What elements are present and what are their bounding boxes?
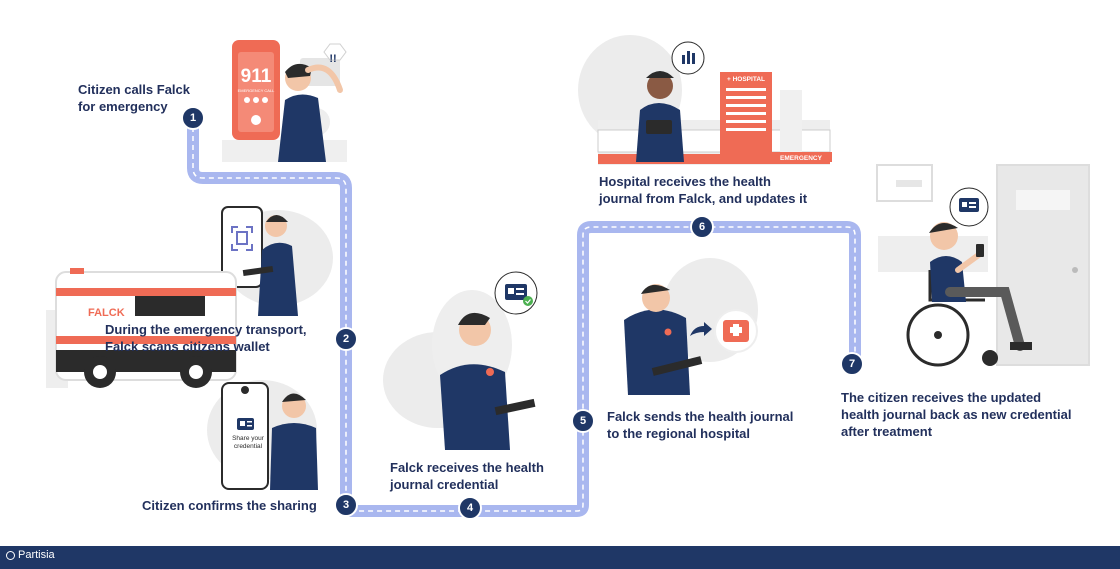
scene-scan-wallet — [221, 206, 333, 316]
footer-brand-label: Partisia — [18, 549, 55, 561]
step-4-caption: Falck receives the health journal creden… — [390, 460, 544, 492]
hospital-building — [720, 72, 772, 164]
partisia-logo-icon — [6, 550, 15, 560]
step-badge-7: 7 — [840, 352, 864, 376]
id-card-icon-4 — [505, 284, 527, 300]
exclaim-mark: !! — [329, 53, 336, 65]
scene-send-journal — [624, 258, 758, 395]
emergency-sign: EMERGENCY — [780, 155, 823, 162]
step-badge-4: 4 — [458, 496, 482, 520]
phone-sub: EMERGENCY CALL — [238, 88, 276, 93]
share-line-2: credential — [234, 443, 263, 450]
scene-paramedic — [383, 271, 538, 450]
step-5-caption: Falck sends the health journal to the re… — [607, 409, 794, 441]
scene-confirm-sharing: Share your credential — [207, 380, 318, 490]
footer-bar: Partisia — [0, 546, 1120, 569]
step-1-caption: Citizen calls Falck for emergency — [78, 82, 190, 114]
scene-hospital: + HOSPITAL EMERGENCY — [578, 35, 832, 165]
step-badge-5: 5 — [571, 409, 595, 433]
ambulance-illustration: FALCK — [46, 268, 237, 388]
step-badge-3: 3 — [334, 493, 358, 517]
arrow-icon — [690, 322, 712, 336]
phone-number: 911 — [241, 66, 272, 87]
hospital-sign: + HOSPITAL — [727, 76, 765, 83]
step-badge-2: 2 — [334, 327, 358, 351]
id-card-icon-7 — [959, 198, 979, 212]
scene-wheelchair — [876, 164, 1090, 367]
bar-chart-icon — [682, 51, 695, 64]
scene-emergency-call: 911 EMERGENCY CALL !! — [222, 40, 347, 162]
id-card-icon — [237, 418, 254, 430]
ambulance-brand: FALCK — [88, 307, 125, 319]
step-badge-6: 6 — [690, 215, 714, 239]
hospital-icon — [723, 320, 749, 342]
qr-code-icon — [231, 226, 253, 251]
illustration-canvas: 911 EMERGENCY CALL !! FALCK — [46, 35, 1090, 517]
step-3-caption: Citizen confirms the sharing — [142, 498, 317, 513]
check-icon — [523, 296, 533, 306]
step-7-caption: The citizen receives the updated health … — [841, 390, 1072, 439]
step-2-caption: During the emergency transport, Falck sc… — [105, 322, 307, 354]
step-6-caption: Hospital receives the health journal fro… — [599, 174, 808, 206]
step-badge-1: 1 — [181, 106, 205, 130]
footer-brand[interactable]: Partisia — [6, 549, 55, 561]
share-line-1: Share your — [232, 435, 265, 442]
